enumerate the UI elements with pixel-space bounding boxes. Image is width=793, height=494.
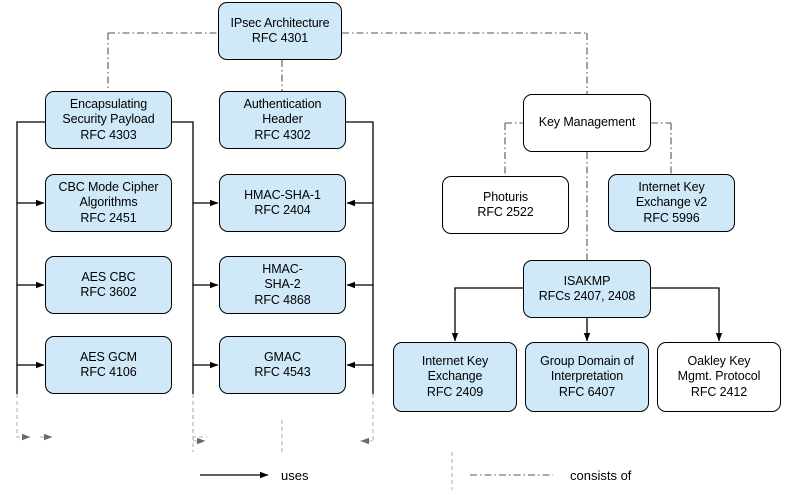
node-line: Interpretation	[550, 369, 624, 384]
node-line: GMAC	[263, 349, 302, 364]
edge-esp-trunk-left	[16, 121, 45, 394]
node-esp[interactable]: Encapsulating Security Payload RFC 4303	[45, 91, 172, 149]
node-line: Algorithms	[79, 195, 138, 210]
node-key-management[interactable]: Key Management	[523, 94, 651, 152]
node-line: RFC 2522	[477, 205, 534, 219]
node-line: RFCs 2407, 2408	[538, 289, 636, 303]
node-line: Exchange	[427, 369, 483, 384]
node-line: Encapsulating	[69, 96, 148, 111]
legend-consists-of-label: consists of	[570, 468, 632, 483]
node-gmac[interactable]: GMAC RFC 4543	[219, 336, 346, 394]
node-line: RFC 4868	[254, 292, 311, 307]
node-line: Group Domain of	[540, 353, 634, 368]
node-line: AES GCM	[80, 349, 137, 364]
node-line: Photuris	[482, 189, 529, 204]
node-ipsec-architecture[interactable]: IPsec Architecture RFC 4301	[218, 2, 342, 60]
node-line: RFC 2409	[426, 384, 484, 399]
node-internet-key-exchange-v2[interactable]: Internet Key Exchange v2 RFC 5996	[608, 174, 735, 232]
faded-arrowheads	[40, 433, 453, 490]
node-line: HMAC-	[262, 261, 303, 276]
node-aes-cbc[interactable]: AES CBC RFC 3602	[45, 256, 172, 314]
node-line: Security Payload	[62, 112, 155, 127]
node-line: CBC Mode Cipher	[58, 179, 159, 194]
edge-isakmp-oakley	[651, 287, 723, 342]
node-group-domain-of-interpretation[interactable]: Group Domain of Interpretation RFC 6407	[525, 342, 649, 412]
node-aes-gcm[interactable]: AES GCM RFC 4106	[45, 336, 172, 394]
node-line: RFC 2412	[690, 384, 748, 399]
node-line: Oakley Key	[687, 353, 751, 368]
node-line: RFC 4302	[254, 127, 311, 142]
node-line: RFC 6407	[558, 384, 616, 399]
node-line: RFC 4303	[80, 127, 137, 142]
edge-esp-trunk-right	[172, 121, 194, 394]
edge-faded-esp-tail	[16, 394, 31, 441]
node-line: RFC 4543	[254, 365, 311, 379]
legend-uses-label: uses	[281, 468, 309, 483]
node-authentication-header[interactable]: Authentication Header RFC 4302	[219, 91, 346, 149]
node-line: Key Management	[538, 115, 636, 130]
node-line: Mgmt. Protocol	[677, 369, 761, 384]
node-line: IPsec Architecture	[230, 15, 330, 30]
node-line: RFC 2451	[80, 210, 137, 225]
node-photuris[interactable]: Photuris RFC 2522	[442, 176, 569, 234]
node-line: RFC 4301	[251, 31, 309, 45]
node-line: AES CBC	[81, 269, 136, 284]
edge-faded-gmac-in	[360, 394, 374, 442]
node-internet-key-exchange[interactable]: Internet Key Exchange RFC 2409	[393, 342, 517, 412]
edge-ah-trunk-right	[346, 121, 374, 394]
node-hmac-sha-1[interactable]: HMAC-SHA-1 RFC 2404	[219, 174, 346, 232]
faded-consists-of-edges	[16, 394, 374, 452]
node-line: RFC 3602	[80, 285, 137, 299]
node-oakley-key-mgmt-protocol[interactable]: Oakley Key Mgmt. Protocol RFC 2412	[657, 342, 781, 412]
node-line: RFC 2404	[254, 203, 311, 217]
node-line: RFC 4106	[80, 365, 137, 379]
node-hmac-sha-2[interactable]: HMAC- SHA-2 RFC 4868	[219, 256, 346, 314]
edge-faded-ah-tail	[192, 394, 207, 438]
node-line: SHA-2	[264, 277, 301, 292]
node-line: RFC 5996	[643, 210, 700, 225]
node-line: ISAKMP	[563, 273, 611, 288]
node-isakmp[interactable]: ISAKMP RFCs 2407, 2408	[523, 260, 651, 318]
node-line: HMAC-SHA-1	[244, 187, 321, 202]
node-cbc-mode-cipher-algorithms[interactable]: CBC Mode Cipher Algorithms RFC 2451	[45, 174, 172, 232]
node-line: Authentication	[243, 96, 322, 111]
edge-isakmp-ike	[451, 287, 523, 342]
node-line: Internet Key	[638, 179, 705, 194]
node-line: Internet Key	[421, 353, 489, 368]
node-line: Header	[262, 112, 303, 127]
node-line: Exchange v2	[635, 195, 708, 210]
